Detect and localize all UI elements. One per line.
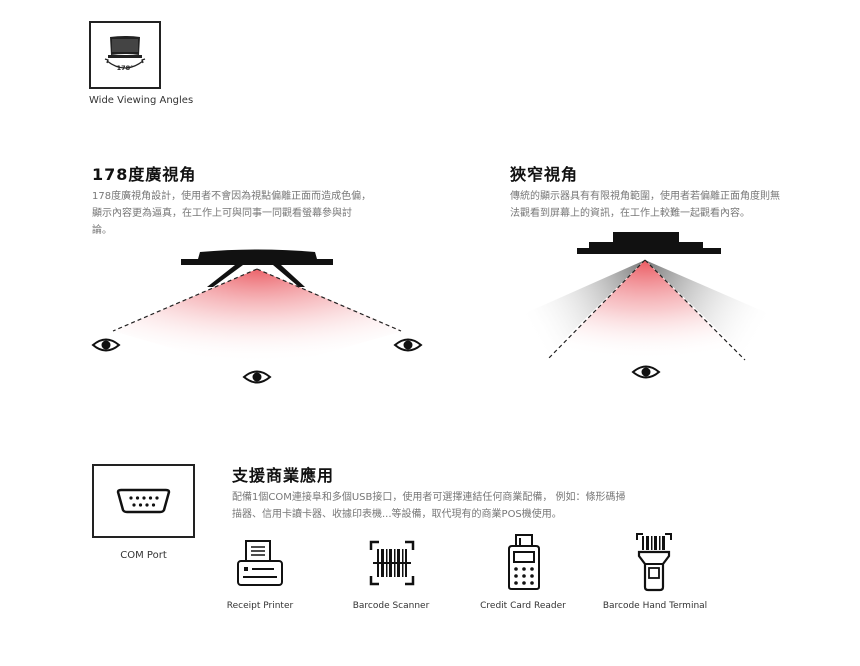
eye-icon [393, 338, 423, 352]
wide-angle-monitor [181, 249, 333, 287]
com-port-icon [116, 488, 171, 514]
eye-icon [242, 370, 272, 384]
receipt-printer-icon [237, 540, 283, 586]
narrow-angle-light-cone [547, 260, 745, 360]
narrow-angle-left-shade [510, 260, 645, 356]
narrow-angle-description-line: 法觀看到屏幕上的資訊，在工作上較難一起觀看內容。 [510, 208, 750, 219]
monitor-viewing-angle-icon: 178° [104, 36, 146, 72]
wide-angle-description-line: 顯示內容更為逼真，在工作上可與同事一同觀看螢幕參與討 [92, 208, 352, 219]
narrow-angle-title: 狹窄視角 [510, 165, 579, 184]
wide-angle-light-cone [113, 269, 403, 373]
right-sight-line [644, 259, 746, 361]
credit-card-reader-icon [508, 534, 540, 590]
wide-viewing-angles-box: 178° [89, 21, 161, 89]
wide-angle-description-line: 論。 [92, 225, 112, 236]
commercial-title: 支援商業應用 [232, 466, 335, 485]
wide-angle-description: 178度廣視角設計，使用者不會因為視點偏離正面而造成色偏， 顯示內容更為逼真，在… [92, 188, 422, 239]
wide-angle-description-line: 178度廣視角設計，使用者不會因為視點偏離正面而造成色偏， [92, 191, 372, 202]
credit-card-reader-label: Credit Card Reader [480, 601, 566, 611]
left-sight-line [112, 268, 258, 332]
barcode-scanner-label: Barcode Scanner [352, 601, 430, 611]
commercial-description-line: 描器、信用卡讀卡器、收據印表機...等設備，取代現有的商業POS機使用。 [232, 509, 562, 520]
narrow-angle-right-shade [645, 260, 783, 356]
narrow-angle-diagram [510, 232, 783, 379]
eye-icon [91, 338, 121, 352]
receipt-printer-label: Receipt Printer [226, 601, 294, 611]
barcode-hand-terminal-label: Barcode Hand Terminal [602, 601, 708, 611]
com-port-box [92, 464, 195, 538]
narrow-angle-monitor [577, 232, 721, 254]
barcode-hand-terminal-icon [636, 533, 672, 592]
eye-icon [631, 365, 661, 379]
viewing-angle-badge: 178° [117, 64, 134, 72]
com-port-label: COM Port [120, 550, 167, 561]
wide-angle-title: 178度廣視角 [92, 165, 197, 184]
commercial-description-line: 配備1個COM連接阜和多個USB接口，使用者可選擇連結任何商業配備， 例如：條形… [232, 492, 626, 503]
barcode-scanner-icon [369, 540, 415, 586]
commercial-description: 配備1個COM連接阜和多個USB接口，使用者可選擇連結任何商業配備， 例如：條形… [232, 489, 712, 523]
wide-viewing-angles-label: Wide Viewing Angles [89, 95, 194, 106]
narrow-angle-description: 傳統的顯示器具有有限視角範圍，使用者若偏離正面角度則無 法觀看到屏幕上的資訊，在… [510, 188, 840, 222]
wide-angle-diagram [91, 249, 423, 384]
right-sight-line [256, 268, 402, 332]
left-sight-line [546, 259, 646, 361]
narrow-angle-description-line: 傳統的顯示器具有有限視角範圍，使用者若偏離正面角度則無 [510, 191, 780, 202]
